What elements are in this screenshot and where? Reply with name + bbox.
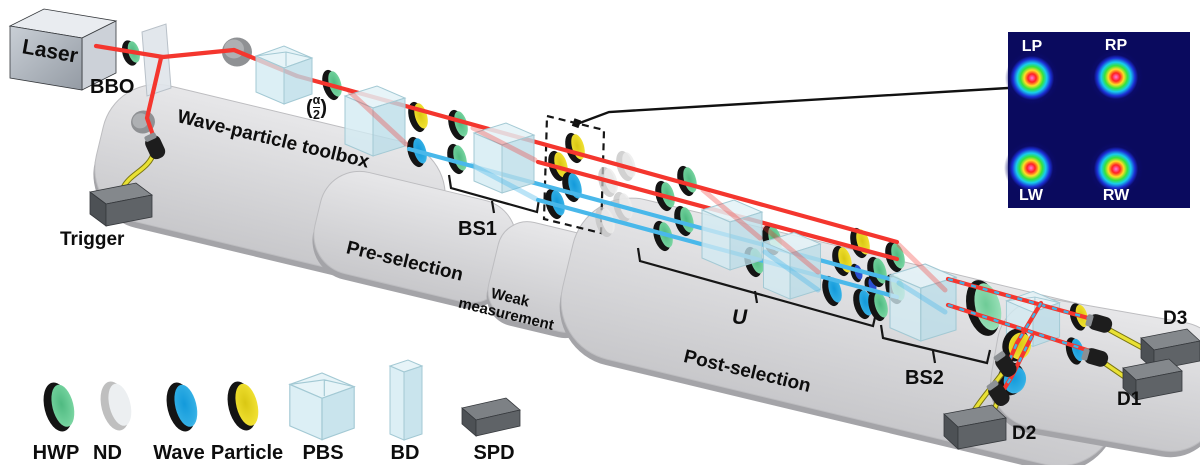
d2-spd-box — [943, 404, 1007, 450]
legend-hwp-disc — [43, 382, 75, 432]
beam-profile-inset: LP RP LW RW — [1004, 32, 1190, 208]
beam-spot-lp — [1005, 51, 1059, 105]
beam-spot-rp — [1089, 50, 1143, 104]
bbo-label: BBO — [90, 76, 135, 98]
particle-disc — [565, 132, 585, 164]
red-beam — [160, 47, 237, 60]
preselection-platform — [312, 170, 517, 309]
u-bd-cube — [700, 199, 764, 271]
d1-label: D1 — [1117, 389, 1142, 410]
laser-box — [8, 8, 118, 91]
bd-cube — [343, 85, 407, 157]
legend-particle-disc — [227, 381, 259, 431]
legend-label-nd: ND — [93, 442, 122, 464]
u-label: U — [732, 306, 748, 329]
beam-spot-lw — [1004, 141, 1058, 195]
hwp-disc — [868, 290, 888, 322]
bracket-u — [636, 247, 878, 328]
legend-wave-disc — [166, 382, 198, 432]
bs2-label: BS2 — [905, 367, 944, 389]
bs1-label: BS1 — [458, 218, 497, 240]
pointer-line — [571, 86, 1009, 129]
alpha-half-label: ( α 2 ) — [306, 93, 328, 122]
legend-bd-slab — [388, 359, 424, 441]
fiber-coupler — [1085, 314, 1113, 333]
bs2-bd-cube — [888, 263, 958, 342]
bracket-bs2 — [879, 324, 992, 365]
d2-label: D2 — [1012, 423, 1037, 444]
legend-label-hwp: HWP — [32, 442, 80, 464]
wave-disc — [853, 288, 873, 320]
d1-spd-box — [1122, 358, 1183, 401]
particle-disc — [408, 101, 428, 133]
wave-disc — [822, 275, 842, 307]
legend-pbs-cube — [288, 372, 356, 441]
spot-label-rp: RP — [1104, 37, 1128, 54]
legend-label-particle: Particle — [210, 442, 284, 464]
spot-label-rw: RW — [1102, 187, 1130, 204]
red-beam — [93, 43, 166, 60]
spot-label-lw: LW — [1019, 187, 1043, 204]
legend-label-spd: SPD — [473, 442, 515, 464]
trigger-label: Trigger — [60, 229, 125, 250]
fiber-coupler — [144, 132, 166, 160]
fiber-coupler — [993, 351, 1017, 378]
beam-spot-rw — [1089, 142, 1143, 196]
legend-label-pbs: PBS — [302, 442, 344, 464]
d3-label: D3 — [1163, 308, 1188, 329]
legend-nd-disc — [100, 381, 132, 431]
bs1-bd-cube — [472, 122, 536, 194]
legend-label-wave: Wave — [153, 442, 205, 464]
fiber-coupler — [1081, 348, 1109, 367]
u-bd-cube — [762, 231, 822, 300]
bracket-bs1 — [447, 174, 541, 214]
dichroic-plate — [141, 23, 172, 97]
beam-reflections — [347, 89, 948, 315]
spot-label-lp: LP — [1021, 38, 1043, 55]
trigger-spd-box — [89, 182, 153, 227]
legend-label-bd: BD — [390, 442, 420, 464]
red-beam-a — [345, 87, 900, 245]
fiber-coupler — [986, 380, 1010, 407]
pbs-cube — [254, 45, 314, 105]
legend-spd-box — [461, 397, 521, 437]
